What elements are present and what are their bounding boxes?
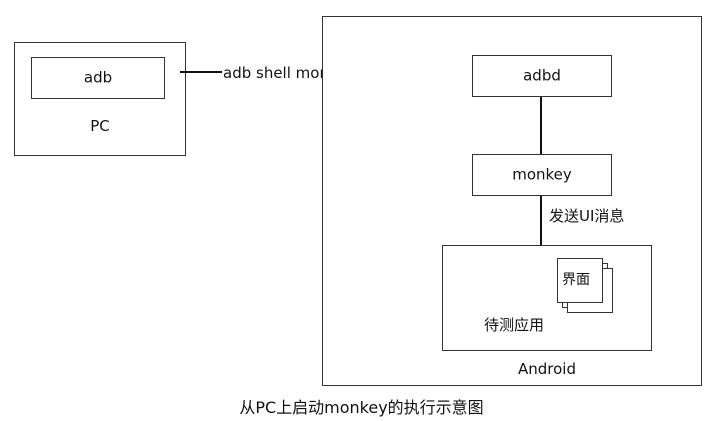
- monkey-android-line: [540, 196, 542, 245]
- monkey-label: monkey: [512, 165, 572, 184]
- android-label: Android: [518, 360, 576, 378]
- adb-label: adb: [83, 68, 113, 87]
- adb-box: adb: [31, 57, 165, 99]
- pc-box: adb PC: [14, 42, 186, 156]
- adbd-label: adbd: [523, 66, 561, 85]
- caption: 从PC上启动monkey的执行示意图: [239, 398, 484, 417]
- page-front: 界面: [557, 258, 603, 303]
- android-box: 界面 待测应用: [442, 245, 652, 351]
- message-label: 发送UI消息: [549, 207, 625, 225]
- app-label: 待测应用: [484, 316, 545, 334]
- adbd-box: adbd: [472, 55, 612, 97]
- adbd-monkey-line: [540, 97, 542, 154]
- ui-label: 界面: [562, 272, 590, 288]
- monkey-box: monkey: [472, 154, 612, 196]
- connection-line-left: [180, 71, 222, 73]
- pc-label: PC: [90, 117, 110, 135]
